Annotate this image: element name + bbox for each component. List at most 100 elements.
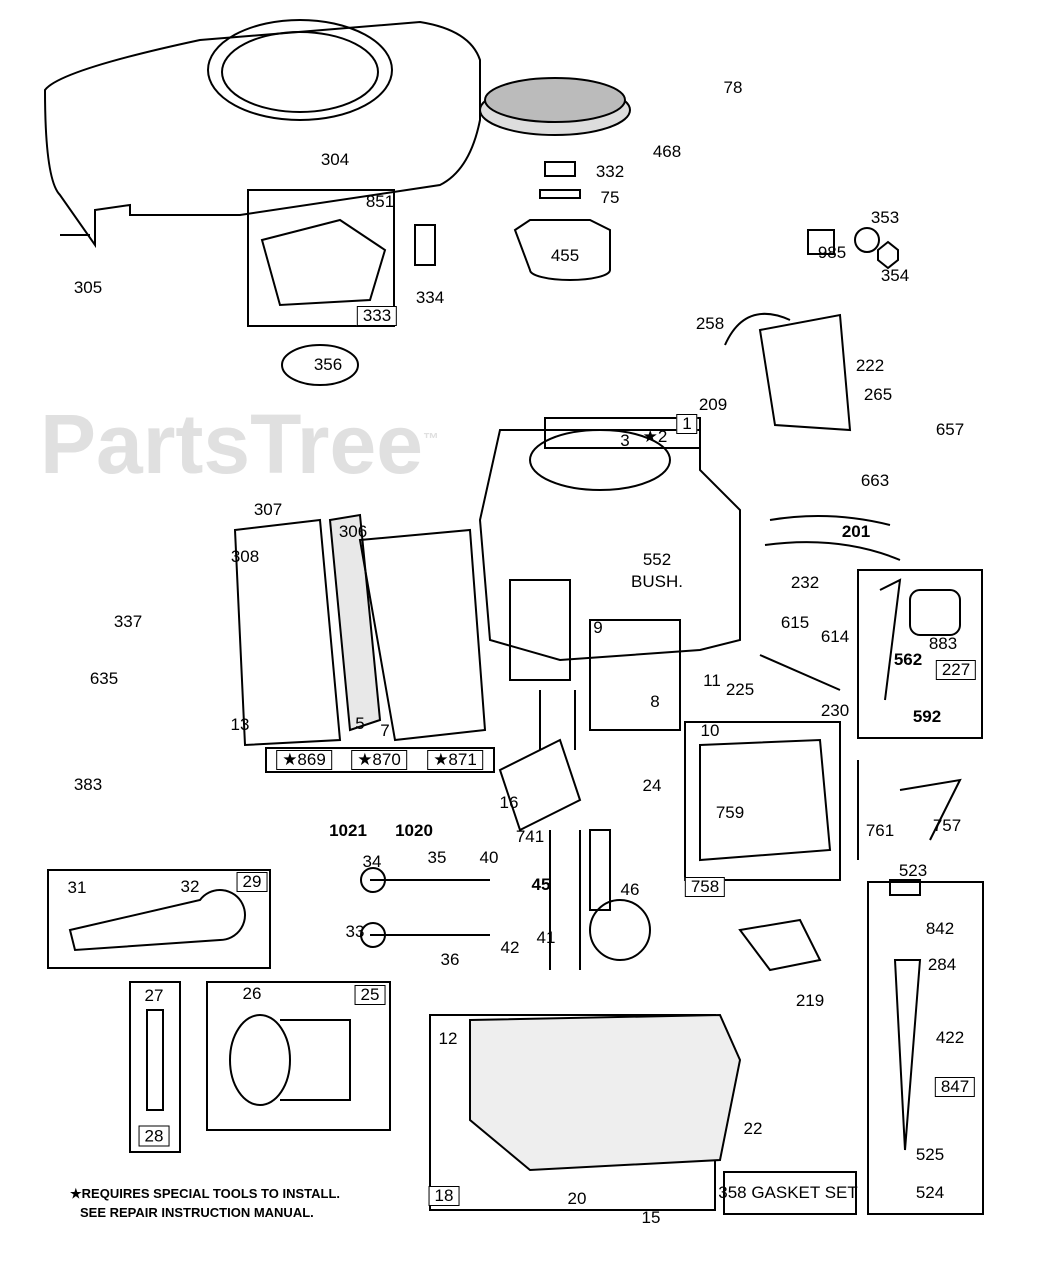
breather: [589, 619, 681, 731]
part-callout: 468: [652, 142, 682, 161]
part-callout: 333: [356, 306, 398, 326]
part-callout: 3: [620, 431, 630, 450]
part-callout: 40: [479, 848, 499, 867]
part-callout: BUSH.: [631, 572, 683, 591]
bracket-219: [738, 918, 822, 972]
part-callout: 10: [700, 721, 720, 740]
part-callout: 20: [567, 1189, 587, 1208]
valve-head: [360, 922, 386, 948]
part-callout: 334: [415, 288, 445, 307]
part-callout: 219: [795, 991, 825, 1010]
part-callout: 552: [642, 550, 672, 569]
control-bracket: [758, 313, 852, 432]
governor-box: [857, 569, 983, 739]
part-callout: ★2: [642, 427, 668, 446]
wire: [724, 312, 791, 346]
part-callout: 222: [855, 356, 885, 375]
footnote-line-1: ★REQUIRES SPECIAL TOOLS TO INSTALL.: [70, 1186, 340, 1201]
part-callout: 32: [180, 877, 200, 896]
part-callout: 523: [898, 861, 928, 880]
part-callout: 209: [698, 395, 728, 414]
part-callout: 663: [860, 471, 890, 490]
part-callout: 615: [780, 613, 810, 632]
part-callout: 883: [928, 634, 958, 653]
part-callout: 614: [820, 627, 850, 646]
part-callout: 1020: [395, 821, 433, 840]
part-callout: 265: [863, 385, 893, 404]
part-callout: 842: [925, 919, 955, 938]
part-callout: 354: [880, 266, 910, 285]
part-callout: ★870: [351, 750, 407, 770]
part-callout: ★871: [427, 750, 483, 770]
air-filter: [479, 77, 631, 136]
part-callout: 851: [365, 192, 395, 211]
part-callout: 985: [817, 243, 847, 262]
part-callout: 306: [338, 522, 368, 541]
part-callout: 22: [743, 1119, 763, 1138]
part-callout: 258: [695, 314, 725, 333]
part-callout: 757: [932, 816, 962, 835]
part-callout: 284: [927, 955, 957, 974]
piston-box: [206, 981, 391, 1131]
screw-334: [414, 224, 436, 266]
governor-lever: [879, 578, 902, 701]
part-callout: 24: [642, 776, 662, 795]
camshaft: [589, 829, 611, 911]
part-callout: 27: [144, 986, 164, 1005]
part-callout: 29: [236, 872, 268, 892]
part-callout: 8: [650, 692, 660, 711]
part-callout: 46: [620, 880, 640, 899]
link-201: [769, 515, 891, 526]
piston-rings: [229, 1014, 291, 1106]
connecting-rod-box: [47, 869, 271, 969]
watermark-logo: PartsTree™: [40, 397, 439, 491]
part-callout: 635: [89, 669, 119, 688]
part-callout: 741: [515, 827, 545, 846]
governor-shaft: [759, 654, 841, 691]
part-callout: 232: [790, 573, 820, 592]
gasket-set-box: [723, 1171, 857, 1215]
part-callout: 422: [935, 1028, 965, 1047]
part-callout: 11: [703, 671, 721, 690]
adapter-455: [513, 219, 611, 281]
part-callout: 201: [841, 522, 871, 541]
part-callout: 758: [684, 877, 726, 897]
part-callout: 5: [355, 714, 365, 733]
part-callout: 42: [500, 938, 520, 957]
part-callout: 358 GASKET SET: [718, 1183, 858, 1202]
sump: [469, 1013, 742, 1172]
part-callout: 761: [865, 821, 895, 840]
part-callout: 31: [67, 878, 87, 897]
piston-pin-box: [129, 981, 181, 1153]
valves: [370, 879, 490, 936]
piston-pin: [146, 1009, 164, 1111]
part-callout: 7: [380, 721, 390, 740]
part-callout: 1021: [329, 821, 367, 840]
part-callout: ★869: [276, 750, 332, 770]
part-callout: 26: [242, 984, 262, 1003]
part-callout: 18: [428, 1186, 460, 1206]
link-232: [764, 541, 901, 561]
part-callout: 34: [362, 852, 382, 871]
part-callout: 35: [427, 848, 447, 867]
ground-wire: [281, 344, 359, 386]
lever-757: [899, 778, 962, 841]
cover-758-box: [684, 721, 841, 881]
gasket-883: [909, 589, 961, 636]
crankcase-cover: [699, 738, 832, 862]
part-callout: 356: [313, 355, 343, 374]
part-callout: 353: [870, 208, 900, 227]
part-callout: 75: [600, 188, 620, 207]
part-callout: 41: [536, 928, 556, 947]
part-callout: 307: [253, 500, 283, 519]
cylinder-block: [478, 417, 741, 681]
footnote-line-2: SEE REPAIR INSTRUCTION MANUAL.: [80, 1205, 314, 1220]
nut-and-washer: [539, 161, 581, 199]
part-callout: 592: [912, 707, 942, 726]
part-callout: 33: [345, 922, 365, 941]
part-callout: 13: [230, 715, 250, 734]
part-callout: 847: [934, 1077, 976, 1097]
part-callout: 383: [73, 775, 103, 794]
part-callout: 308: [230, 547, 260, 566]
